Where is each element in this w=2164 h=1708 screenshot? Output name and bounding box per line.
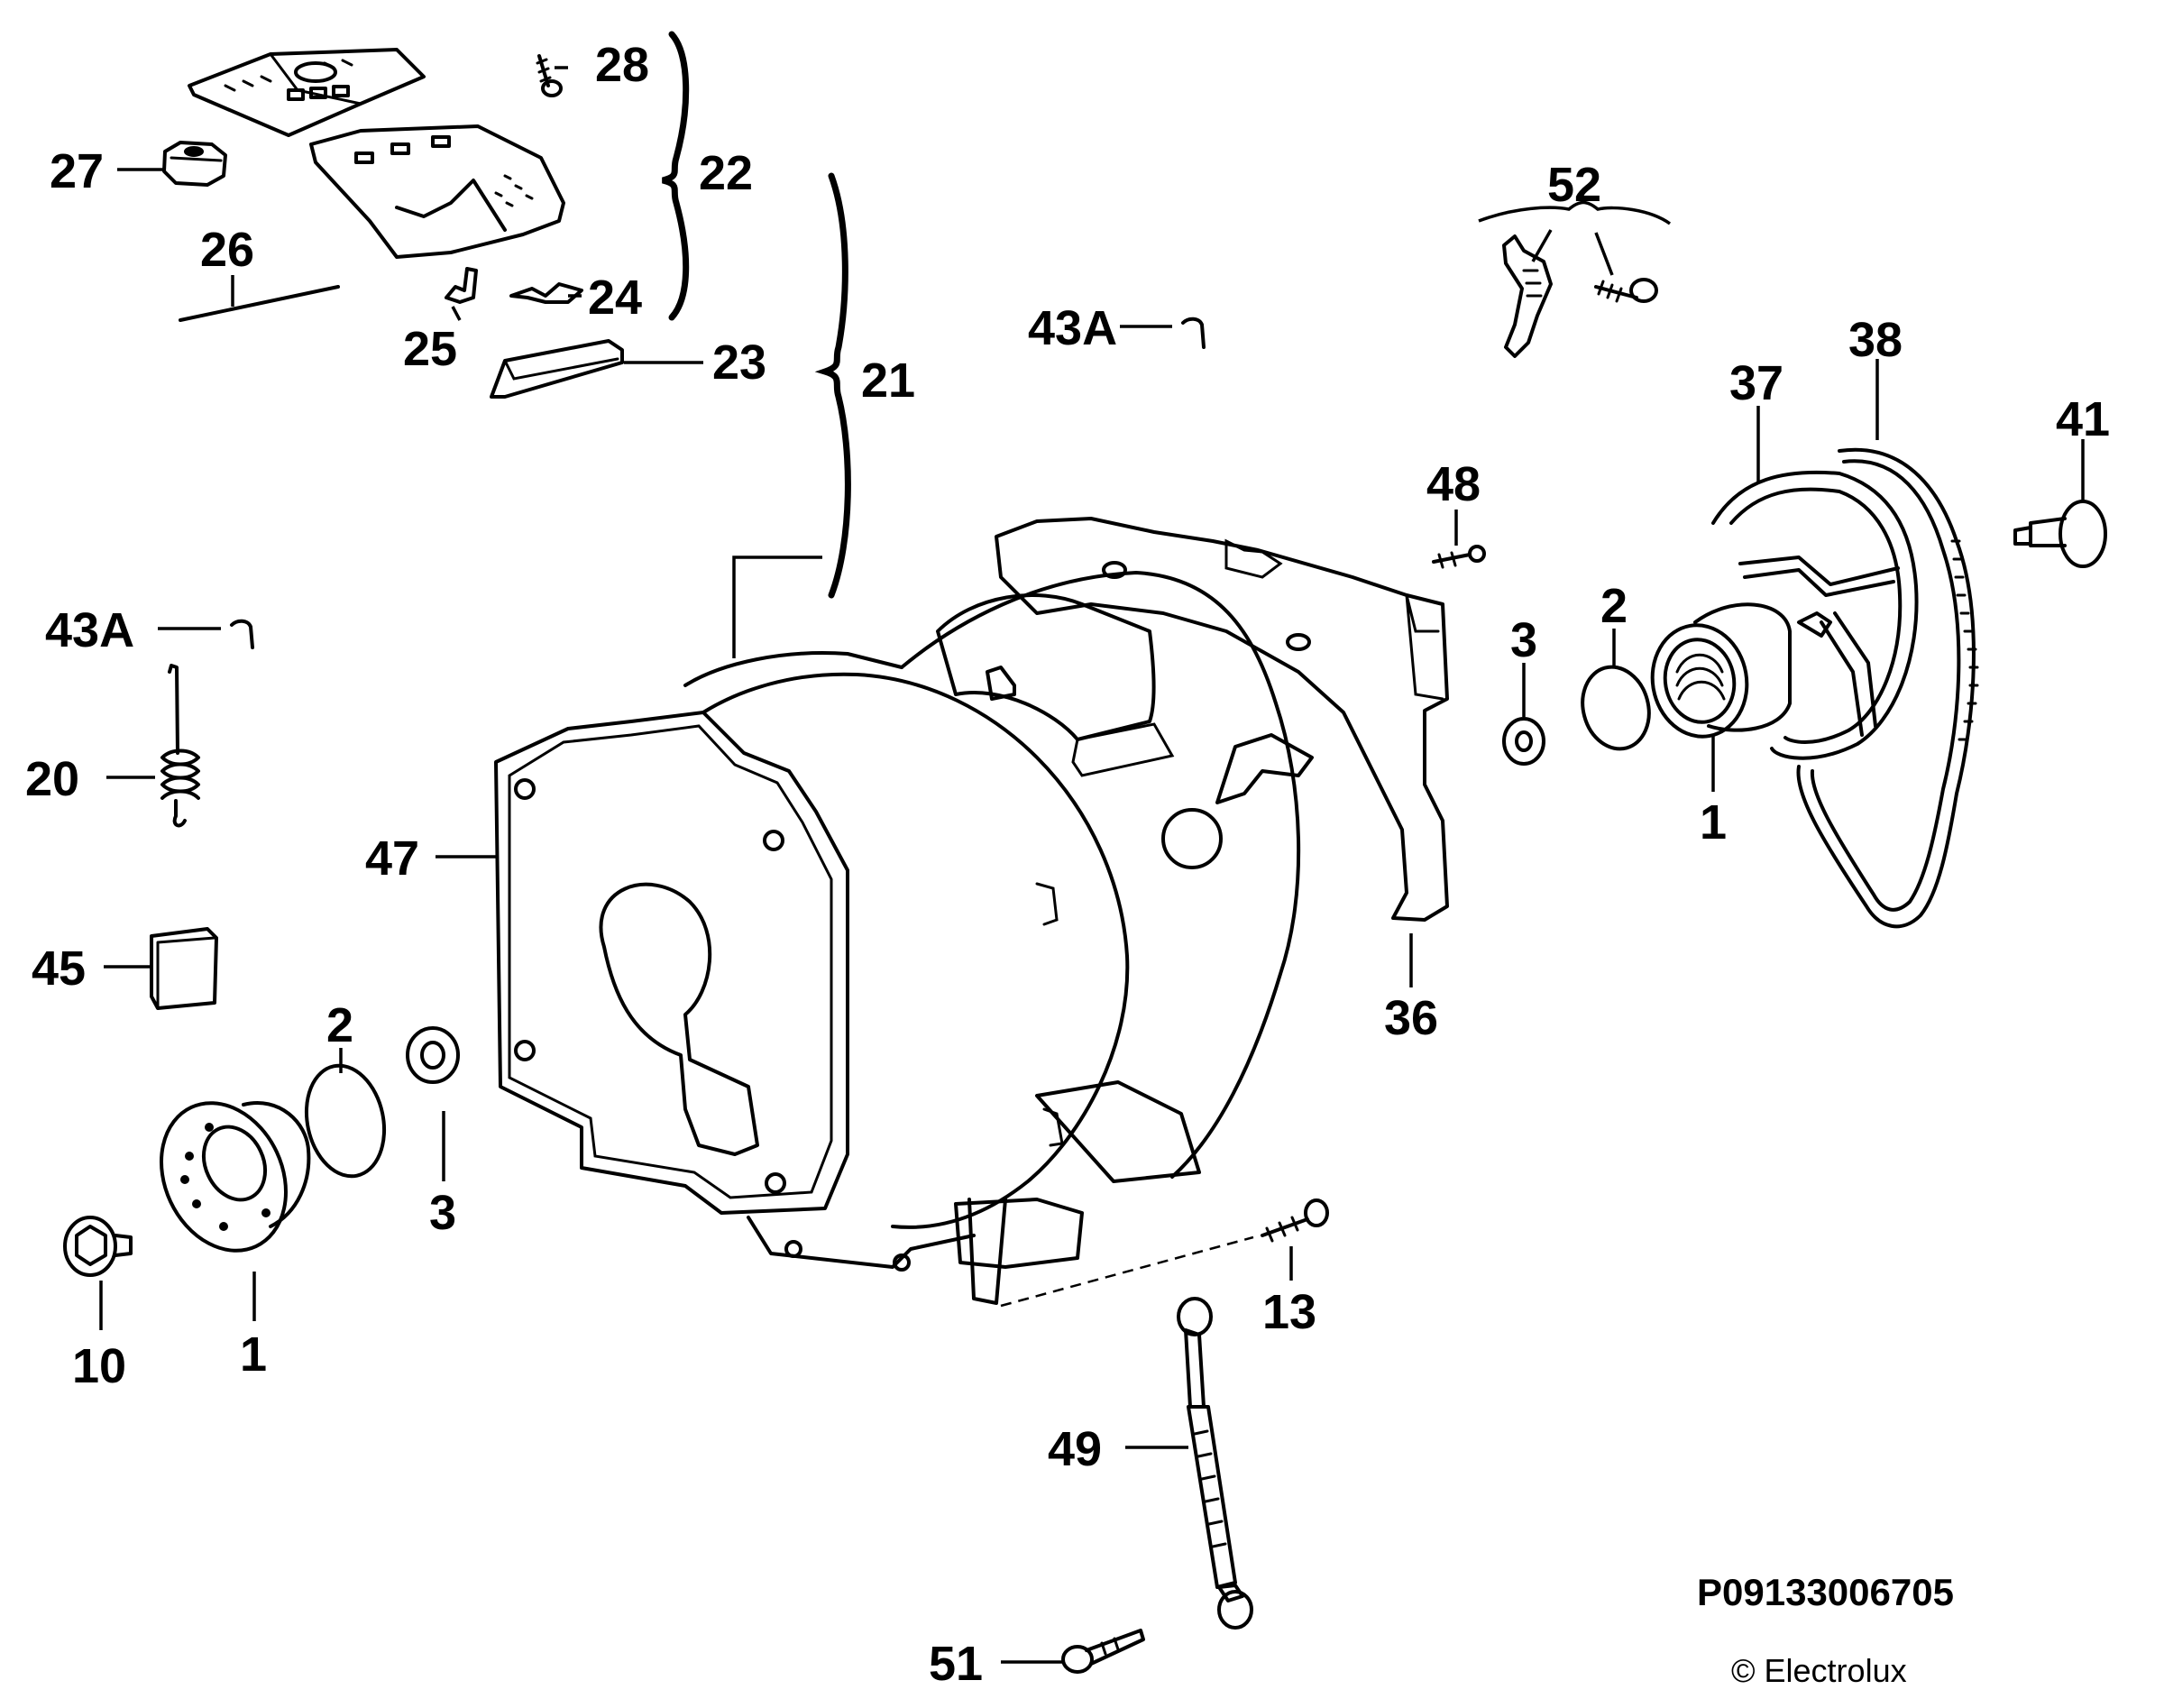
part-2-right-oring [1581, 665, 1651, 751]
brace-21 [814, 172, 851, 599]
dashed-line-13 [1000, 1235, 1254, 1308]
part-49-shock-absorber [1177, 1297, 1253, 1630]
part-24-clip [509, 282, 583, 304]
callout-43a-left: 43A [45, 603, 135, 657]
callout-47: 47 [365, 831, 420, 886]
callout-21: 21 [861, 354, 916, 408]
callout-24: 24 [588, 271, 643, 325]
leader-21 [732, 556, 822, 658]
part-27-knob [162, 141, 227, 187]
callout-41: 41 [2056, 392, 2111, 446]
part-41-shaft [2013, 500, 2107, 568]
leader-52-a [1531, 229, 1553, 262]
callout-2-left: 2 [326, 998, 354, 1052]
part-tub-body [683, 571, 1314, 1305]
callout-10: 10 [72, 1339, 127, 1393]
callout-13: 13 [1262, 1285, 1317, 1339]
callout-1-left: 1 [240, 1327, 268, 1382]
part-51-pin [1061, 1629, 1145, 1674]
part-36-counterweight [995, 517, 1449, 922]
callout-23: 23 [712, 335, 767, 390]
part-28-screw [536, 54, 563, 97]
callout-26: 26 [200, 223, 255, 277]
callout-36: 36 [1384, 991, 1439, 1045]
callout-48: 48 [1426, 457, 1481, 511]
part-1-left-bearing [160, 1101, 311, 1253]
leader-52 [1478, 200, 1672, 225]
callout-22: 22 [699, 146, 754, 200]
leader-52-b [1594, 232, 1614, 276]
callout-25: 25 [403, 322, 458, 376]
callout-27: 27 [50, 144, 105, 198]
part-52-screw [1594, 278, 1658, 303]
callout-52: 52 [1547, 158, 1602, 212]
part-3-left-washer [406, 1026, 460, 1084]
callout-37: 37 [1729, 356, 1784, 410]
callout-3-left: 3 [429, 1186, 457, 1240]
callout-3-right: 3 [1510, 613, 1538, 667]
part-23-profile [490, 339, 624, 399]
brace-22 [662, 31, 690, 321]
callout-38: 38 [1848, 313, 1903, 367]
part-2-left-oring [304, 1063, 387, 1179]
part-drawer-cover [188, 48, 426, 137]
callout-45: 45 [32, 941, 87, 996]
callout-49: 49 [1048, 1422, 1103, 1476]
part-47-tub-front [494, 711, 849, 1215]
callout-51: 51 [929, 1637, 984, 1691]
part-48-screw [1432, 545, 1486, 569]
part-52-bracket [1502, 234, 1553, 358]
leader-25 [451, 306, 462, 321]
callout-20: 20 [25, 752, 80, 806]
part-13-screw [1261, 1198, 1329, 1243]
part-1-right-bearing [1650, 602, 1792, 739]
part-drawer-insert [309, 124, 565, 259]
part-43a-top-spring [1181, 317, 1206, 349]
part-45-pad [150, 927, 218, 1010]
part-43a-left-spring [230, 619, 254, 649]
part-37-pulley [1711, 470, 1919, 760]
part-38-belt [1796, 447, 1979, 929]
callout-1-right: 1 [1700, 795, 1728, 849]
part-26-rod [179, 285, 340, 322]
callout-43a-top: 43A [1028, 301, 1118, 355]
part-3-right-washer [1502, 717, 1545, 766]
part-20-spring [160, 664, 200, 828]
part-10-nut [63, 1216, 133, 1277]
callout-28: 28 [595, 38, 650, 92]
copyright-notice: © Electrolux [1731, 1652, 1907, 1689]
callout-2-right: 2 [1600, 579, 1628, 633]
part-25-clip [445, 267, 478, 304]
drawing-code: P09133006705 [1697, 1571, 1954, 1613]
